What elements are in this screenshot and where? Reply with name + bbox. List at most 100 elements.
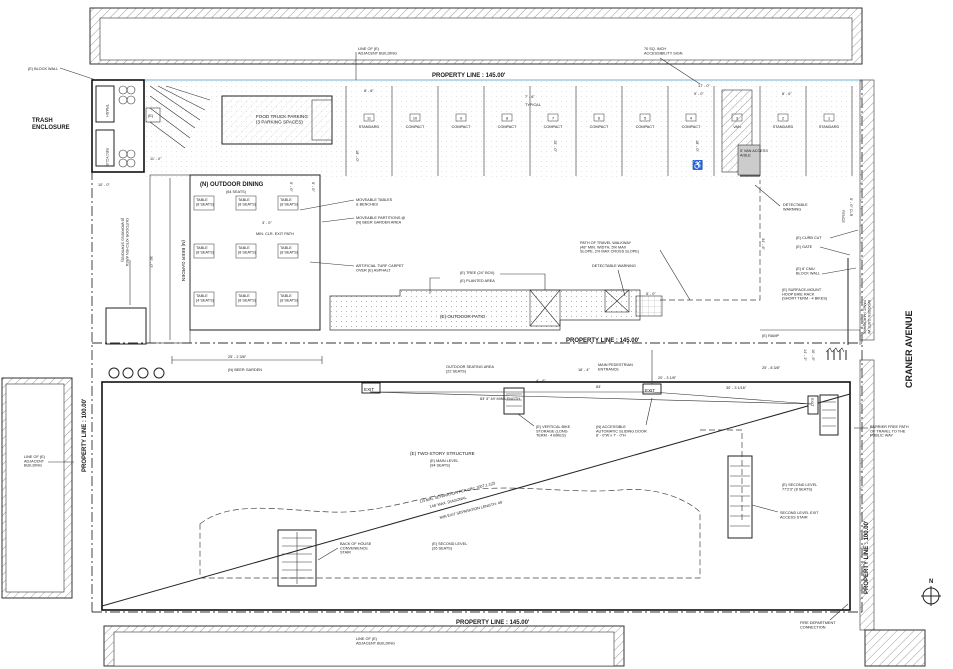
trash-label: TRASH [105, 104, 109, 117]
moveable-tables-label: MOVEABLE TABLES& BENCHES [356, 198, 393, 206]
tree-label: (E) TREE (24" BOX) [460, 271, 495, 275]
beer-garden-dim: 25' - 2 3/8" (N) BEER GARDEN [171, 355, 323, 372]
exit-sign-right: EXIT [807, 395, 819, 415]
beer-garden-label: (N) BEER GARDEN [228, 368, 262, 372]
dim-18-0b: 18' - 0" [695, 140, 699, 152]
curb-cut-label: (E) CURB CUT [796, 236, 822, 240]
outdoor-dining-area: (N) OUTDOOR DINING (64 SEATS) TABLE(8 SE… [149, 174, 321, 344]
line-top-label: LINE OF (E)ADJACENT BUILDING [358, 47, 397, 55]
food-truck: FOOD TRUCK PARKING(3 PARKING SPACES) [221, 95, 333, 145]
outdoor-patio: (E) OUTDOOR PATIO (E) TREE (24" BOX) (E)… [329, 271, 663, 331]
dining-table [235, 243, 257, 259]
dim-5-0b: 5' - 0" [311, 182, 315, 192]
dining-table-label: TABLE(8 SEATS) [280, 246, 299, 254]
parking-type: COMPACT [682, 125, 701, 129]
parking-number: 8 [506, 117, 508, 121]
svg-text:(E): (E) [148, 114, 154, 118]
parking-number: 9 [460, 117, 462, 121]
main-level-label: (E) MAIN LEVEL(94 SEATS) [430, 459, 458, 467]
gate-width: 5' - 0" CLR [849, 198, 853, 217]
bike-rack [825, 347, 847, 360]
parking-type: STANDARD [773, 125, 794, 129]
dim-4-6: 4' - 6" [536, 379, 546, 383]
dim-8-6a: 8' - 6" [364, 89, 374, 93]
dining-table [277, 291, 299, 307]
property-line-left: PROPERTY LINE : 100.00' [82, 398, 88, 472]
parking-number-box [639, 113, 651, 122]
dining-table-label: TABLE(8 SEATS) [238, 246, 257, 254]
parking-number-box [455, 113, 467, 122]
dining-table-label: TABLE(8 SEATS) [238, 198, 257, 206]
dim-8-6b: 8' - 6" [782, 92, 792, 96]
parking-number: 2 [782, 117, 784, 121]
parking-type: STANDARD [359, 125, 380, 129]
adjacent-building-top [89, 7, 863, 65]
svg-text:EXIT: EXIT [810, 398, 814, 407]
path-of-travel-label: PATH OF TRAVEL WALKWAY(48" MIN. WIDTH, 5… [580, 241, 640, 254]
outdoor-kitchen: OUTDOOR KITCHEN AREA(8 WORKING STATIONS) [105, 218, 147, 345]
dim-9-0a: 9' - 0" [694, 92, 704, 96]
svg-text:EXIT: EXIT [645, 388, 655, 393]
dining-table-label: TABLE(8 SEATS) [196, 198, 215, 206]
parking-type: COMPACT [636, 125, 655, 129]
parking-number: 10 [413, 117, 417, 121]
dim-17-0: 17' - 0" [698, 84, 710, 88]
parking-number: 6 [598, 117, 600, 121]
dim-83: 83' [596, 385, 601, 389]
dining-table-label: TABLE(8 SEATS) [280, 294, 299, 302]
ramp-label: (E) RAMP [762, 334, 780, 338]
gate-vertical: WOODEN GATE W/PANIC HARDWARE [863, 300, 871, 335]
dim-30-3: 30' - 3 1/16" [726, 386, 747, 390]
street-label: CRANER AVENUE [904, 310, 914, 388]
moveable-partitions-label: MOVEABLE PARTITIONS @(N) BEER GARDEN ARE… [356, 216, 405, 224]
min-length-label: 83' 3" 49' MIN LENGTH [480, 397, 520, 401]
outdoor-dining-label: (N) OUTDOOR DINING [200, 182, 264, 188]
dim-7-6: 7' - 6" [525, 95, 535, 99]
path-of-travel: PATH OF TRAVEL WALKWAY(48" MIN. WIDTH, 5… [580, 175, 808, 301]
dining-table [277, 243, 299, 259]
stair-entry [503, 387, 525, 415]
east-side: (E) RAMP (E) CURB CUT (E) GATE (E) 6' CM… [760, 79, 875, 631]
dim-20-3: 20' - 3 1/8" [658, 376, 677, 380]
outdoor-dining-seats: (64 SEATS) [226, 190, 247, 194]
dining-table-label: TABLE(8 SEATS) [280, 198, 299, 206]
recycle-label: RECYCLE [105, 148, 109, 166]
stair-east [819, 394, 839, 436]
parking-type: COMPACT [406, 125, 425, 129]
fence-label: FENCE [841, 210, 845, 223]
parking-number: 7 [552, 117, 554, 121]
parking-dimensions: 8' - 6" 7' - 6" TYPICAL 9' - 0" 17' - 0"… [98, 84, 815, 390]
stair-right [727, 455, 753, 539]
block-wall-label: (E) BLOCK WALL [28, 67, 58, 71]
dining-table [277, 195, 299, 211]
adjacent-building-bottom-right [864, 629, 926, 667]
food-truck-label: FOOD TRUCK PARKING(3 PARKING SPACES) [256, 114, 308, 124]
parking-number: 11 [367, 117, 371, 121]
parking-type: COMPACT [498, 125, 517, 129]
dim-11-0: 11' - 0" [150, 157, 162, 161]
dining-table [235, 291, 257, 307]
parking-number-box [409, 113, 421, 122]
dim-25-8: 25' - 8 3/8" [762, 366, 781, 370]
parking-type: STANDARD [819, 125, 840, 129]
gate-label: (E) GATE [796, 245, 813, 249]
dim-34-6: 34' - 6" [761, 238, 765, 250]
parking-number-box [777, 113, 789, 122]
ada-icon: ♿ [692, 159, 703, 170]
adjacent-building-bottom [103, 625, 625, 667]
north-arrow: N [921, 579, 941, 606]
parking-number: 1 [828, 117, 830, 121]
structure-label: (E) TWO-STORY STRUCTURE [410, 451, 475, 456]
